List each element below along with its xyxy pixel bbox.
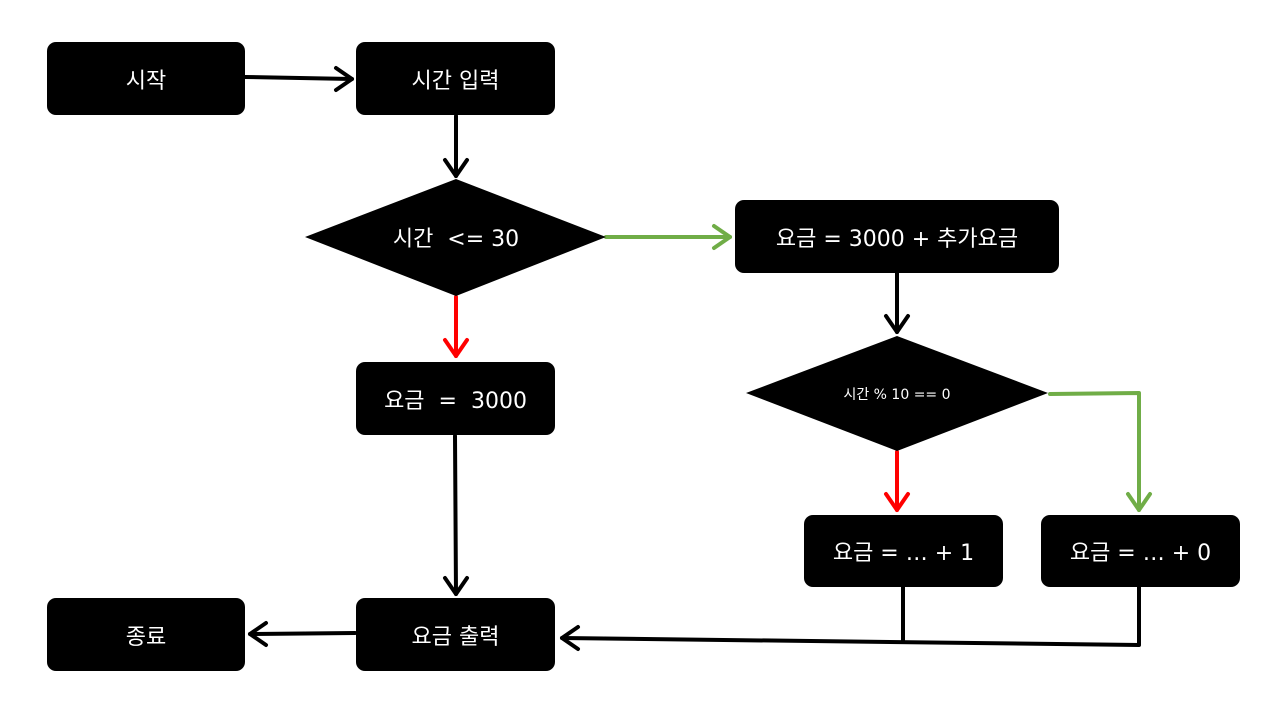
decision-time-check-shape [305, 179, 606, 296]
arrow-merge-to-output [560, 585, 1141, 651]
end-node: 종료 [47, 598, 245, 671]
arrow-remainder-false-branch [884, 450, 910, 512]
fee-plus-one-node: 요금 = … + 1 [804, 515, 1003, 587]
extra-fee-node: 요금 = 3000 + 추가요금 [735, 200, 1059, 273]
output-fee-node: 요금 출력 [356, 598, 555, 671]
arrow-remainder-true-branch [1048, 391, 1152, 512]
arrow-condition-false-branch [443, 295, 469, 358]
arrow-output-to-end [248, 621, 357, 647]
arrow-base-fee-to-output [443, 434, 469, 596]
base-fee-node: 요금 = 3000 [356, 362, 555, 435]
decision-remainder-check-label: 시간 % 10 == 0 [843, 387, 951, 403]
start-node: 시작 [47, 42, 245, 115]
arrow-input-to-condition [443, 114, 469, 178]
arrow-start-to-input [243, 66, 354, 92]
arrow-condition-true-branch [604, 224, 732, 250]
arrow-extra-fee-to-condition [884, 271, 910, 334]
fee-plus-zero-node: 요금 = … + 0 [1041, 515, 1240, 587]
input-time-node: 시간 입력 [356, 42, 555, 115]
decision-remainder-check-shape [746, 336, 1048, 451]
decision-time-check-label: 시간 <= 30 [392, 227, 520, 252]
